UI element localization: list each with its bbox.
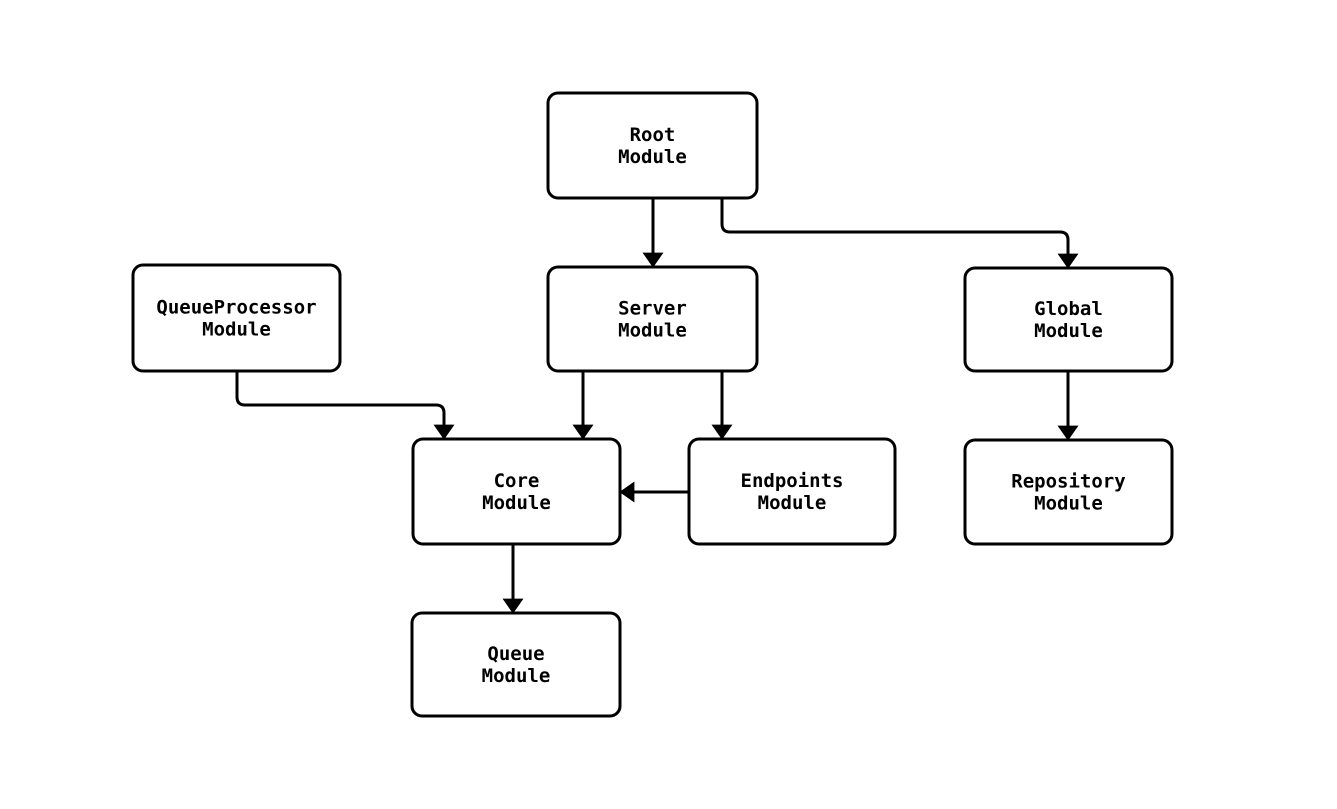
node-label-line-2: Module — [202, 319, 271, 341]
node-label-line-1: Server — [618, 298, 687, 320]
node-box-queue — [410, 611, 622, 718]
node-label-line-2: Module — [618, 146, 687, 168]
node-label-line-1: Repository — [1011, 471, 1125, 493]
node-label-line-1: Queue — [487, 643, 544, 665]
edges-layer — [235, 196, 1079, 615]
node-box-queueprocessor — [131, 263, 342, 373]
node-label-line-1: Endpoints — [741, 470, 844, 492]
node-box-server — [546, 265, 759, 373]
node-box-repository — [963, 438, 1174, 546]
node-label-line-2: Module — [482, 492, 551, 514]
node-box-root — [546, 91, 759, 200]
node-label-line-2: Module — [758, 492, 827, 514]
node-label-line-2: Module — [482, 665, 551, 687]
node-label-line-2: Module — [1034, 320, 1103, 342]
node-box-endpoints — [687, 437, 897, 546]
node-label-line-2: Module — [618, 320, 687, 342]
node-label-line-1: Global — [1034, 298, 1103, 320]
node-box-global — [963, 266, 1174, 373]
node-box-core — [411, 437, 622, 546]
node-label-line-1: QueueProcessor — [156, 297, 316, 319]
edge-queueprocessor-core — [235, 369, 455, 441]
node-label-line-1: Core — [494, 470, 540, 492]
node-label-line-1: Root — [630, 124, 676, 146]
node-label-line-2: Module — [1034, 493, 1103, 515]
edge-root-global — [720, 196, 1079, 270]
